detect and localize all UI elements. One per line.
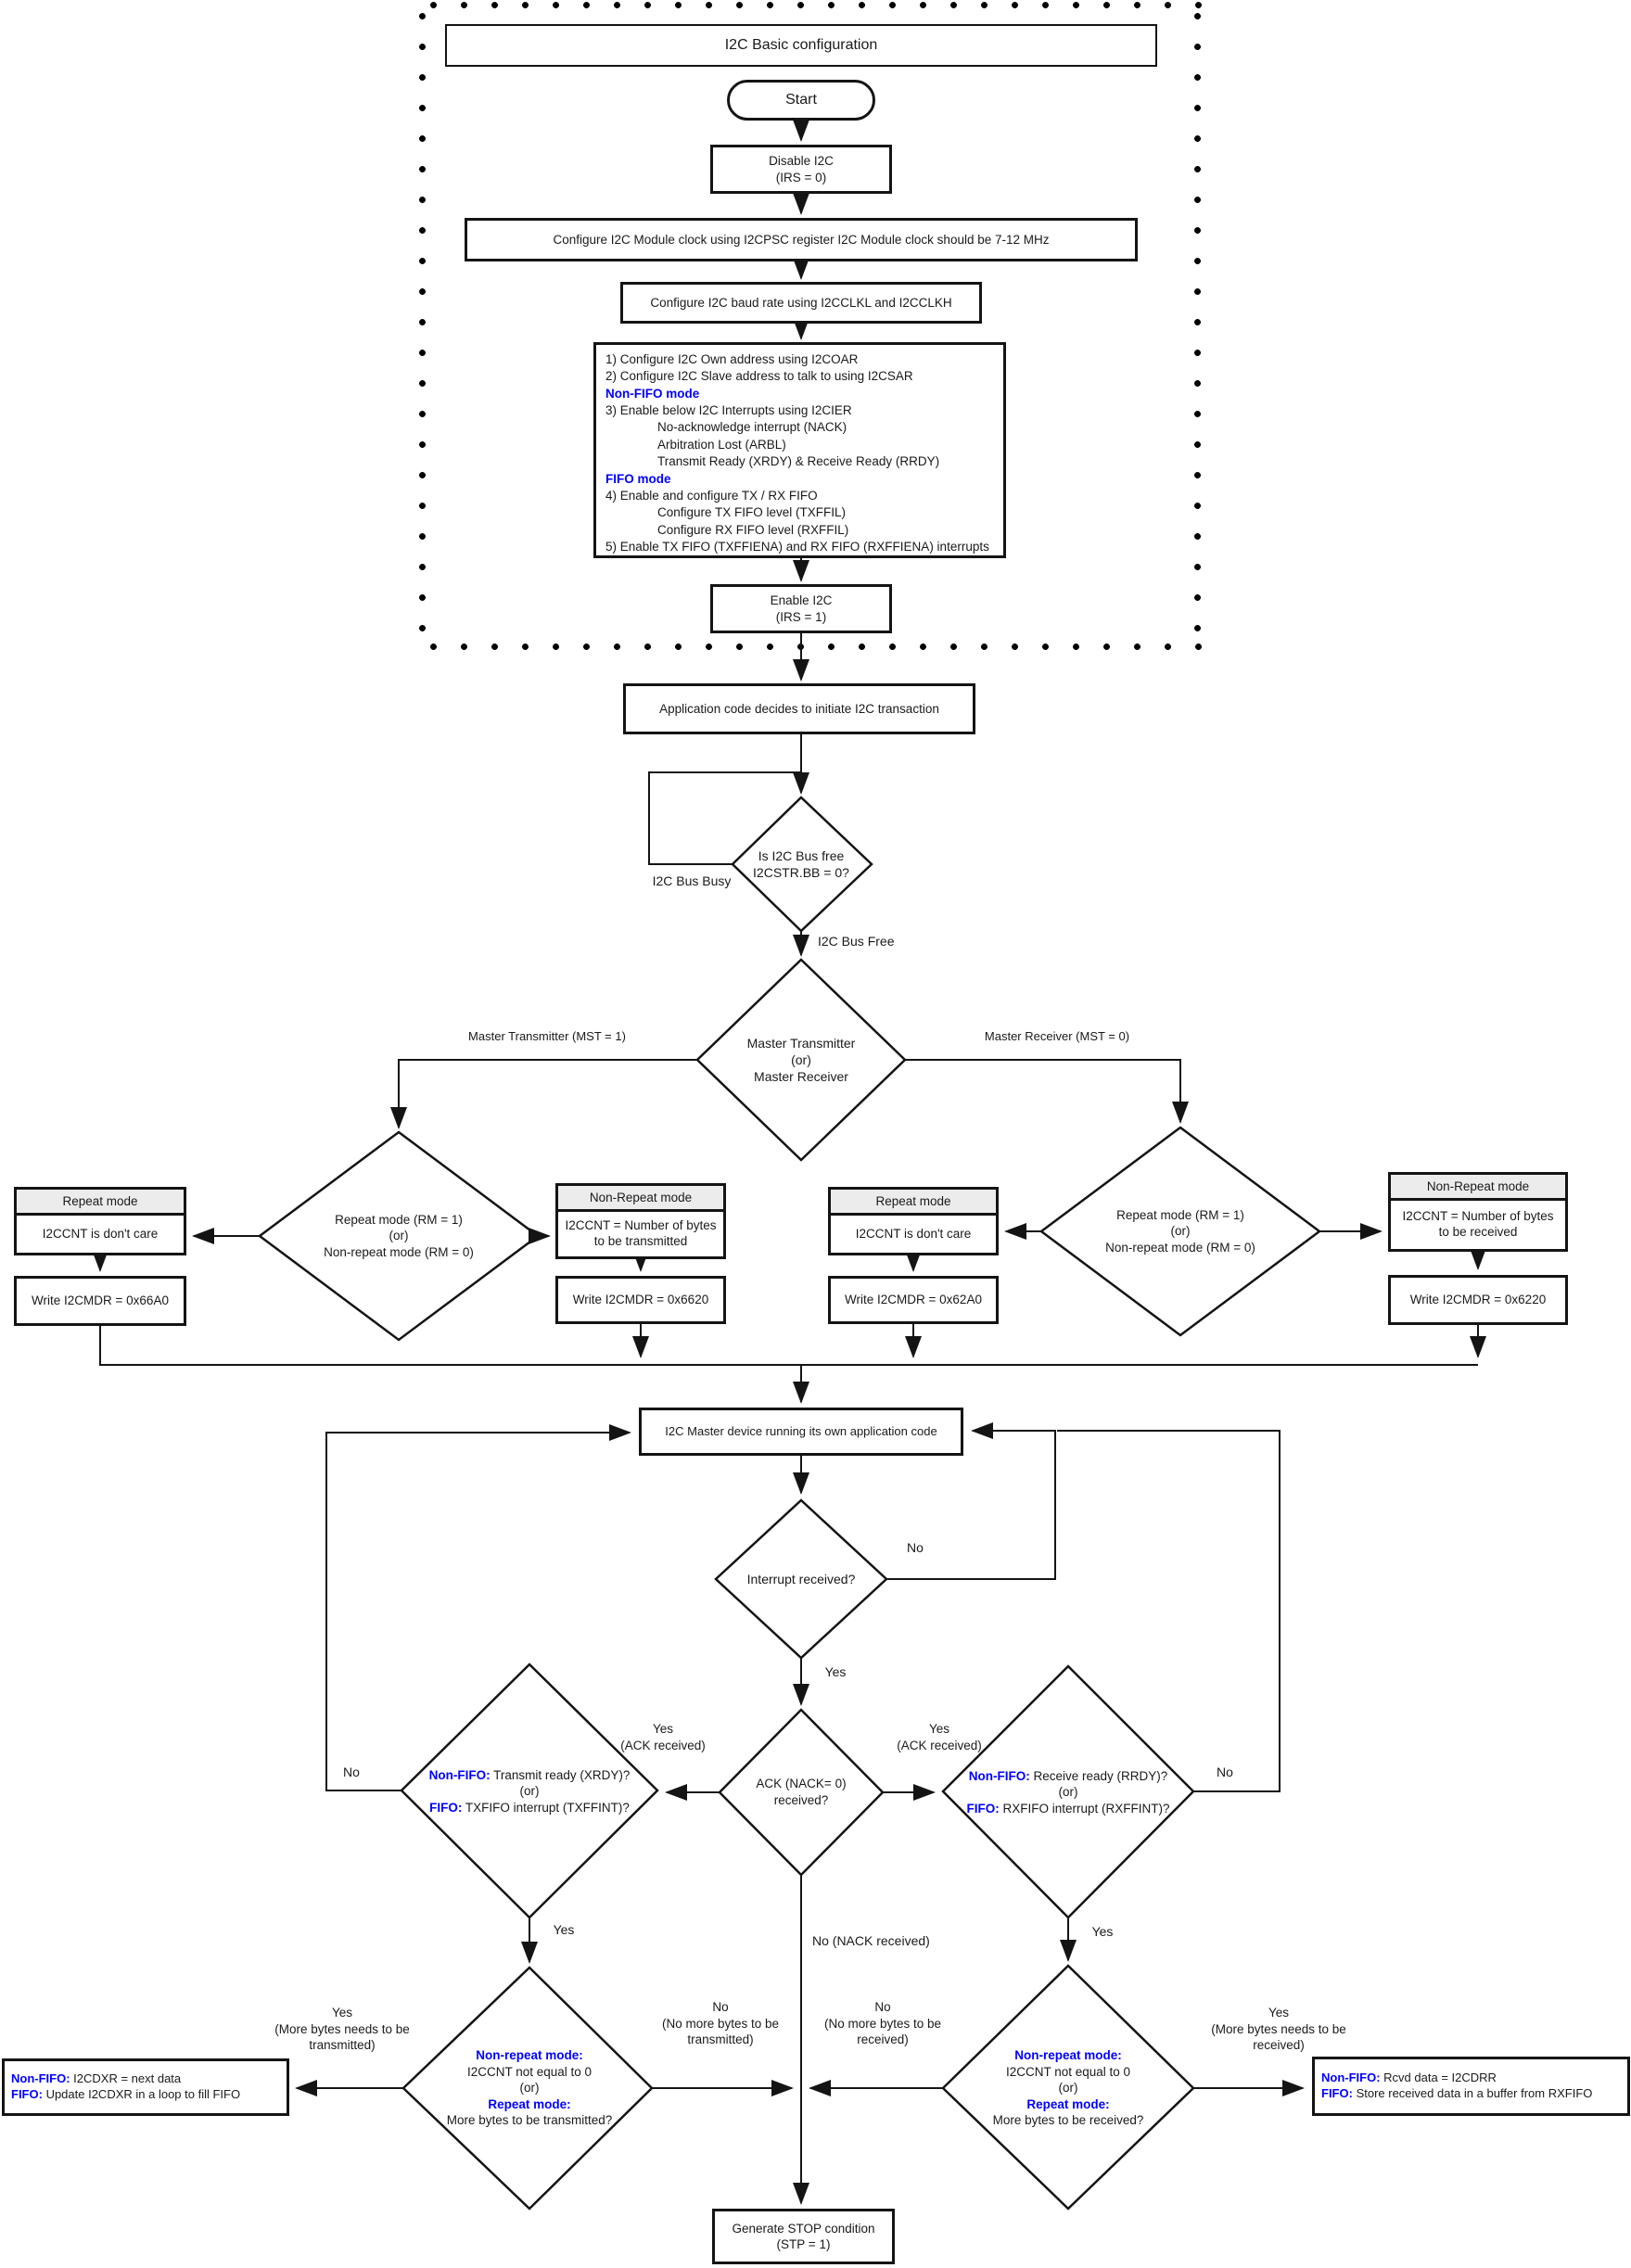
enable-i2c-line1: Enable I2C: [770, 593, 833, 608]
configure-registers-step: 1) Configure I2C Own address using I2COA…: [593, 342, 1006, 558]
config-arbl-item: Arbitration Lost (ARBL): [657, 437, 786, 452]
config-txffil-item: Configure TX FIFO level (TXFFIL): [657, 505, 847, 520]
rx-nonrepeat-mode-header: Non-Repeat mode: [1391, 1175, 1565, 1201]
dotted-border-right: [1193, 1, 1202, 650]
bus-busy-label: I2C Bus Busy: [652, 873, 732, 888]
enable-i2c-step: Enable I2C (IRS = 1): [710, 584, 892, 633]
app-code-step: Application code decides to initiate I2C…: [623, 683, 975, 734]
tx-repeat-mode-header: Repeat mode: [17, 1190, 184, 1216]
config-line-1: 1) Configure I2C Own address using I2COA…: [605, 352, 859, 366]
tx-next-data-box: Non-FIFO: I2CDXR = next data FIFO: Updat…: [2, 2058, 289, 2116]
bus-free-diamond-text: Is I2C Bus free I2CSTR.BB = 0?: [727, 836, 875, 892]
configure-clock-label: Configure I2C Module clock using I2CPSC …: [553, 232, 1050, 247]
app-code-label: Application code decides to initiate I2C…: [659, 701, 939, 716]
rx-mode-diamond-text: Repeat mode (RM = 1) (or) Non-repeat mod…: [1105, 1207, 1255, 1255]
config-line-4: 4) Enable and configure TX / RX FIFO: [605, 488, 818, 503]
rrdy-no-label: No: [1217, 1765, 1233, 1779]
tx-nonrepeat-mode-body: I2CCNT = Number of bytes to be transmitt…: [565, 1218, 717, 1248]
xrdy-diamond-text: Non-FIFO: Transmit ready (XRDY)? (or) FI…: [428, 1767, 631, 1815]
write-i2cmdr-6620-step: Write I2CMDR = 0x6620: [555, 1276, 726, 1324]
dotted-border-top: [418, 1, 1202, 9]
config-fifo-mode-heading: FIFO mode: [605, 471, 671, 486]
configure-clock-step: Configure I2C Module clock using I2CPSC …: [465, 218, 1138, 261]
config-line-2: 2) Configure I2C Slave address to talk t…: [605, 369, 913, 384]
master-receiver-branch-label: Master Receiver (MST = 0): [984, 1029, 1130, 1043]
interrupt-diamond-text: Interrupt received?: [746, 1571, 856, 1586]
xrdy-yes-label: Yes: [553, 1922, 575, 1937]
dotted-border-bottom: [418, 643, 1202, 651]
config-nonfifo-mode-heading: Non-FIFO mode: [605, 386, 700, 401]
section-title: I2C Basic configuration: [724, 36, 878, 53]
tx-more-diamond-text: Non-repeat mode: I2CCNT not equal to 0 (…: [446, 2048, 613, 2128]
master-transmitter-branch-label: Master Transmitter (MST = 1): [468, 1029, 626, 1043]
write-i2cmdr-62a0-step: Write I2CMDR = 0x62A0: [828, 1276, 999, 1324]
rrdy-diamond-text: Non-FIFO: Receive ready (RRDY)? (or) FIF…: [966, 1768, 1170, 1816]
start-terminal: Start: [727, 80, 875, 121]
rx-more-no-label: No (No more bytes to be received): [823, 2000, 942, 2047]
interrupt-yes-label: Yes: [824, 1664, 847, 1679]
master-mode-diamond-text: Master Transmitter (or) Master Receiver: [746, 1035, 856, 1085]
start-label: Start: [785, 91, 817, 108]
tx-more-yes-label: Yes (More bytes needs to be transmitted): [274, 2006, 410, 2053]
rx-more-yes-label: Yes (More bytes needs to be received): [1211, 2006, 1346, 2053]
configure-baud-step: Configure I2C baud rate using I2CCLKL an…: [620, 282, 982, 324]
config-xrdy-rrdy-item: Transmit Ready (XRDY) & Receive Ready (R…: [657, 454, 940, 469]
rx-nonrepeat-mode-body: I2CCNT = Number of bytes to be received: [1402, 1209, 1554, 1239]
tx-repeat-mode-body: I2CCNT is don't care: [42, 1226, 159, 1241]
enable-i2c-line2: (IRS = 1): [775, 609, 827, 624]
bus-free-line2: I2CSTR.BB = 0?: [753, 865, 849, 880]
write-i2cmdr-66a0-step: Write I2CMDR = 0x66A0: [14, 1276, 186, 1326]
rrdy-yes-label: Yes: [1091, 1924, 1114, 1939]
tx-repeat-mode-table: Repeat mode I2CCNT is don't care: [14, 1187, 186, 1255]
disable-i2c-line1: Disable I2C: [769, 154, 834, 169]
rx-repeat-mode-header: Repeat mode: [831, 1190, 996, 1216]
xrdy-no-label: No: [343, 1765, 360, 1779]
ack-no-label: No (NACK received): [812, 1933, 930, 1948]
config-rxffil-item: Configure RX FIFO level (RXFFIL): [657, 522, 849, 537]
master-app-running-step: I2C Master device running its own applic…: [639, 1408, 963, 1456]
tx-nonrepeat-mode-header: Non-Repeat mode: [558, 1186, 723, 1212]
disable-i2c-line2: (IRS = 0): [775, 170, 827, 185]
config-line-5: 5) Enable TX FIFO (TXFFIENA) and RX FIFO…: [605, 539, 989, 554]
bus-free-label: I2C Bus Free: [818, 934, 895, 949]
rx-nonrepeat-mode-table: Non-Repeat mode I2CCNT = Number of bytes…: [1388, 1172, 1568, 1252]
ack-yes-left-label: Yes (ACK received): [620, 1722, 706, 1752]
ack-diamond-text: ACK (NACK= 0) received?: [756, 1777, 847, 1807]
ack-yes-right-label: Yes (ACK received): [897, 1722, 982, 1752]
tx-mode-diamond-text: Repeat mode (RM = 1) (or) Non-repeat mod…: [324, 1212, 474, 1259]
disable-i2c-step: Disable I2C (IRS = 0): [710, 145, 892, 194]
rx-repeat-mode-body: I2CCNT is don't care: [855, 1226, 972, 1241]
bus-free-line1: Is I2C Bus free: [758, 847, 845, 863]
config-nack-item: No-acknowledge interrupt (NACK): [657, 420, 847, 435]
configure-baud-label: Configure I2C baud rate using I2CCLKL an…: [650, 295, 952, 310]
section-title-box: I2C Basic configuration: [445, 24, 1157, 67]
interrupt-no-label: No: [907, 1540, 924, 1555]
tx-more-no-label: No (No more bytes to be transmitted): [661, 2000, 780, 2047]
rx-repeat-mode-table: Repeat mode I2CCNT is don't care: [828, 1187, 999, 1255]
write-i2cmdr-6220-step: Write I2CMDR = 0x6220: [1388, 1275, 1568, 1325]
rx-more-diamond-text: Non-repeat mode: I2CCNT not equal to 0 (…: [992, 2048, 1144, 2128]
generate-stop-step: Generate STOP condition (STP = 1): [712, 2209, 895, 2264]
config-line-3: 3) Enable below I2C Interrupts using I2C…: [605, 403, 852, 418]
dotted-border-left: [418, 1, 427, 650]
rx-store-data-box: Non-FIFO: Rcvd data = I2CDRR FIFO: Store…: [1312, 2057, 1630, 2116]
tx-nonrepeat-mode-table: Non-Repeat mode I2CCNT = Number of bytes…: [555, 1183, 726, 1259]
